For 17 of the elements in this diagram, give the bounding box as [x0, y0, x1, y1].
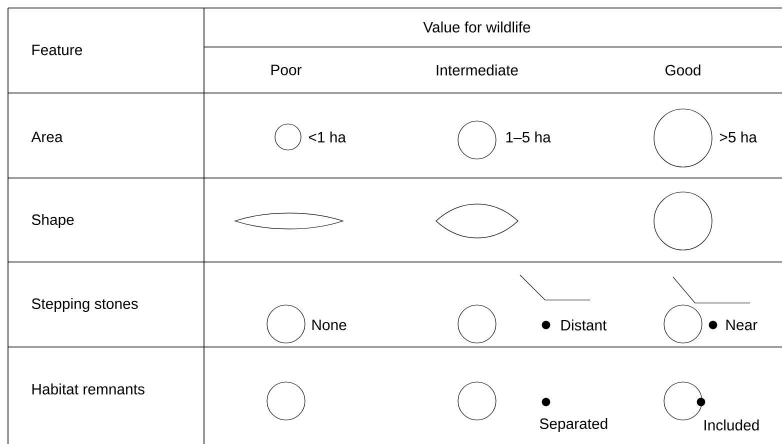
size-label: >5 ha [720, 132, 757, 142]
category-label: Included [704, 420, 759, 430]
size-label: 1–5 ha [506, 132, 551, 142]
row-heading: Habitat remnants [32, 384, 144, 394]
row-heading: Stepping stones [32, 298, 138, 312]
category-label: Near [726, 320, 758, 330]
size-label: <1 ha [308, 132, 346, 142]
column-heading: Poor [271, 64, 302, 76]
column-heading: Value for wildlife [423, 22, 530, 32]
column-heading: Feature [32, 44, 82, 56]
column-heading: Good [665, 64, 700, 76]
row-heading: Area [31, 132, 63, 142]
category-label: Distant [561, 320, 607, 330]
category-label: None [312, 320, 346, 330]
row-heading: Shape [32, 214, 74, 228]
column-heading: Intermediate [436, 64, 518, 76]
category-label: Separated [540, 418, 608, 432]
